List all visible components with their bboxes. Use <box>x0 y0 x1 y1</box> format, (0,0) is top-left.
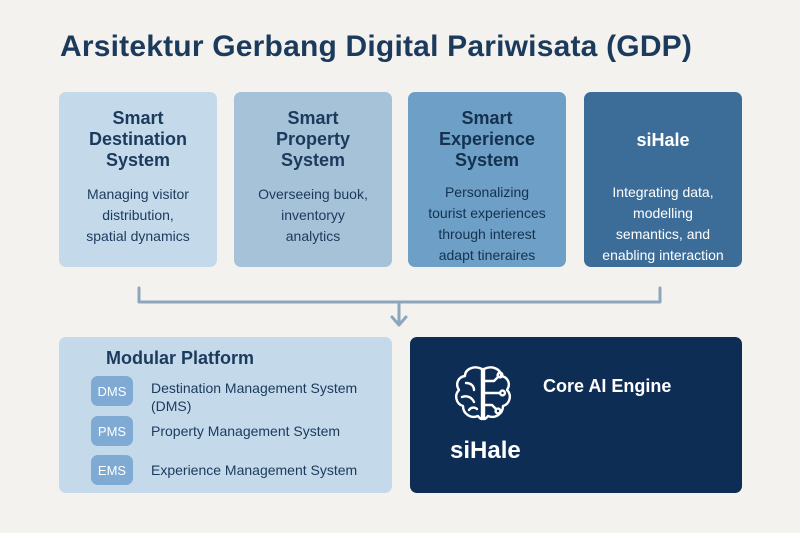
module-label: Experience Management System <box>151 462 358 478</box>
module-badge: DMS <box>91 376 133 406</box>
core-ai-engine-title: Core AI Engine <box>543 376 672 396</box>
modular-platform-panel: Modular Platform DMS Destination Managem… <box>59 337 392 493</box>
card-smart-experience-system: Smart Experience System Personalizing to… <box>408 92 566 267</box>
page-title: Arsitektur Gerbang Digital Pariwisata (G… <box>60 30 693 63</box>
sihale-label: siHale <box>450 437 521 464</box>
connector-down-arrow <box>390 300 408 327</box>
core-ai-engine-panel: Core AI Engine siHale <box>410 337 742 493</box>
card-title: Smart Property System <box>275 108 351 170</box>
card-smart-property-system: Smart Property System Overseeing buok, i… <box>234 92 392 267</box>
module-label: Destination Management System (DMS) <box>151 380 358 414</box>
card-description: Integrating data, modelling semantics, a… <box>602 184 724 263</box>
card-description: Overseeing buok, inventoryy analytics <box>258 186 368 244</box>
card-description: Managing visitor distribution, spatial d… <box>86 186 190 244</box>
module-label: Property Management System <box>151 423 341 439</box>
module-badge: PMS <box>91 416 133 446</box>
card-description: Personalizing tourist experiences throug… <box>428 184 546 263</box>
card-title: Smart Destination System <box>88 108 187 170</box>
card-title: Smart Experience System <box>438 108 536 170</box>
card-sihale: siHale Integrating data, modelling seman… <box>584 92 742 267</box>
modular-platform-title: Modular Platform <box>106 348 255 368</box>
card-title: siHale <box>636 130 690 150</box>
brain-circuit-icon <box>455 366 511 421</box>
connector-bracket <box>137 286 662 304</box>
card-smart-destination-system: Smart Destination System Managing visito… <box>59 92 217 267</box>
module-badge: EMS <box>91 455 133 485</box>
